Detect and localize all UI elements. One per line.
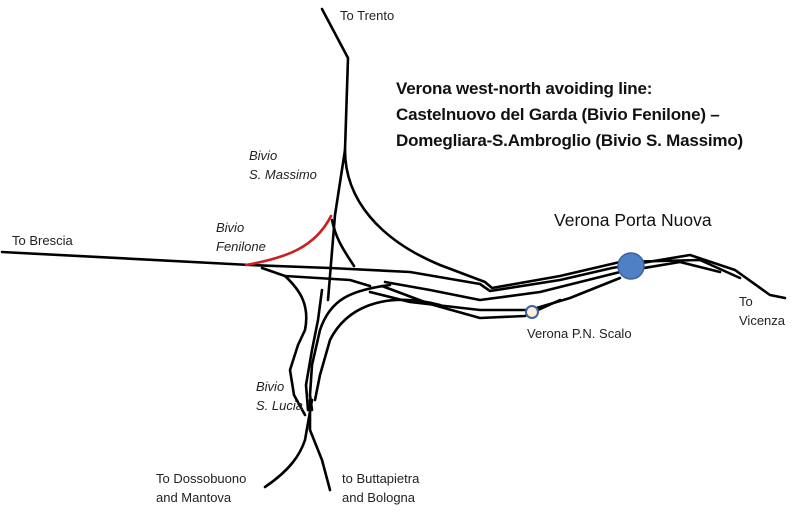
track-to-dossobuono [263,398,314,489]
label-bivio-s-massimo: Bivio S. Massimo [249,146,317,184]
station-verona-pn-scalo[interactable] [525,305,539,319]
label-to-brescia: To Brescia [12,233,73,248]
label-to-buttapietra: to Buttapietra and Bologna [342,469,419,507]
bivio-s-massimo-line-2: S. Massimo [249,167,317,182]
track-south-2 [304,288,324,412]
bivio-s-massimo-line-1: Bivio [249,148,278,163]
track-middle-3 [368,276,622,312]
to-vicenza-line-1: To [739,294,753,309]
to-dossobuono-line-1: To Dossobuono [156,471,247,486]
track-south-3 [308,283,392,412]
label-verona-pn-scalo: Verona P.N. Scalo [527,326,632,341]
bivio-fenilone-line-2: Fenilone [216,239,266,254]
title-line-1: Verona west-north avoiding line: [396,79,653,98]
track-to-brescia [0,250,787,300]
track-trento-branch [330,218,356,268]
label-bivio-s-lucia: Bivio S. Lucia [256,377,303,415]
avoiding-line-new [244,214,333,267]
title-line-2: Castelnuovo del Garda (Bivio Fenilone) – [396,105,720,124]
track-to-buttapietra [308,398,332,492]
track-trento-curve [343,148,742,290]
to-vicenza-line-2: Vicenza [739,313,786,328]
label-to-vicenza: To Vicenza [739,292,785,330]
label-verona-porta-nuova: Verona Porta Nuova [554,210,712,230]
track-south-4 [313,298,442,402]
bivio-fenilone-line-1: Bivio [216,220,245,235]
title-line-3: Domegliara-S.Ambroglio (Bivio S. Massimo… [396,131,743,150]
to-buttapietra-line-1: to Buttapietra [342,471,420,486]
to-buttapietra-line-2: and Bologna [342,490,416,505]
to-dossobuono-line-2: and Mantova [156,490,232,505]
track-middle-2 [383,260,722,302]
bivio-s-lucia-line-2: S. Lucia [256,398,303,413]
label-bivio-fenilone: Bivio Fenilone [216,218,266,256]
diagram-title: Verona west-north avoiding line: Casteln… [396,76,743,154]
station-verona-porta-nuova[interactable] [617,252,645,280]
bivio-s-lucia-line-1: Bivio [256,379,285,394]
track-south-1 [283,274,308,417]
label-to-dossobuono: To Dossobuono and Mantova [156,469,246,507]
track-middle-1 [260,266,372,288]
label-to-trento: To Trento [340,8,395,23]
